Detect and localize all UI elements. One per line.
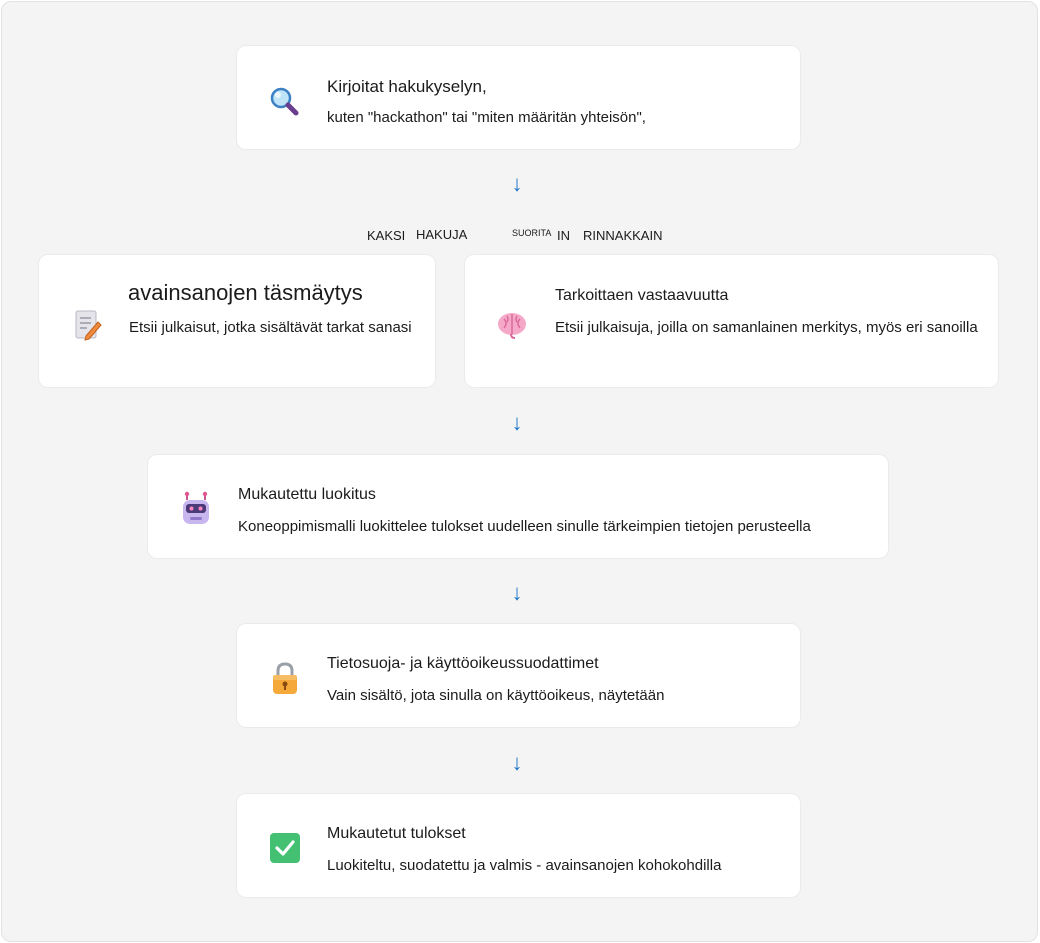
- query-title: Kirjoitat hakukyselyn,: [327, 77, 487, 96]
- ranking-card: Mukautettu luokitus Koneoppimismalli luo…: [147, 454, 889, 559]
- keyword-match-title: avainsanojen täsmäytys: [128, 280, 363, 305]
- magnifier-icon: [267, 84, 301, 123]
- lock-icon: [270, 661, 300, 702]
- query-card: Kirjoitat hakukyselyn, kuten "hackathon"…: [236, 45, 801, 150]
- query-description: kuten "hackathon" tai "miten määritän yh…: [327, 109, 646, 126]
- check-box-icon: [269, 832, 301, 869]
- ranking-title: Mukautettu luokitus: [238, 486, 376, 503]
- semantic-match-description: Etsii julkaisuja, joilla on samanlainen …: [555, 319, 978, 336]
- ranking-description: Koneoppimismalli luokittelee tulokset uu…: [238, 518, 811, 535]
- results-card: Mukautetut tulokset Luokiteltu, suodatet…: [236, 793, 801, 898]
- results-title: Mukautetut tulokset: [327, 825, 466, 842]
- flow-arrow-1: ↓: [511, 171, 523, 196]
- parallel-word-2: HAKUJA: [416, 227, 468, 242]
- document-pencil-icon: [73, 308, 103, 347]
- flow-arrow-2: ↓: [511, 410, 523, 435]
- parallel-word-4: IN: [557, 228, 570, 243]
- semantic-match-title: Tarkoittaen vastaavuutta: [555, 287, 729, 304]
- privacy-filters-card: Tietosuoja- ja käyttöoikeussuodattimet V…: [236, 623, 801, 728]
- parallel-word-3: SUORITA: [512, 228, 552, 238]
- semantic-match-card: Tarkoittaen vastaavuutta Etsii julkaisuj…: [464, 254, 999, 388]
- keyword-match-card: avainsanojen täsmäytys Etsii julkaisut, …: [38, 254, 436, 388]
- privacy-filters-title: Tietosuoja- ja käyttöoikeussuodattimet: [327, 655, 599, 672]
- flow-arrow-4: ↓: [511, 750, 523, 775]
- parallel-word-5: RINNAKKAIN: [583, 228, 663, 243]
- privacy-filters-description: Vain sisältö, jota sinulla on käyttöoike…: [327, 687, 665, 704]
- keyword-match-description: Etsii julkaisut, jotka sisältävät tarkat…: [129, 319, 412, 336]
- flow-arrow-3: ↓: [511, 580, 523, 605]
- brain-icon: [496, 310, 528, 345]
- parallel-word-1: KAKSI: [367, 228, 406, 243]
- results-description: Luokiteltu, suodatettu ja valmis - avain…: [327, 857, 722, 874]
- robot-icon: [179, 491, 213, 532]
